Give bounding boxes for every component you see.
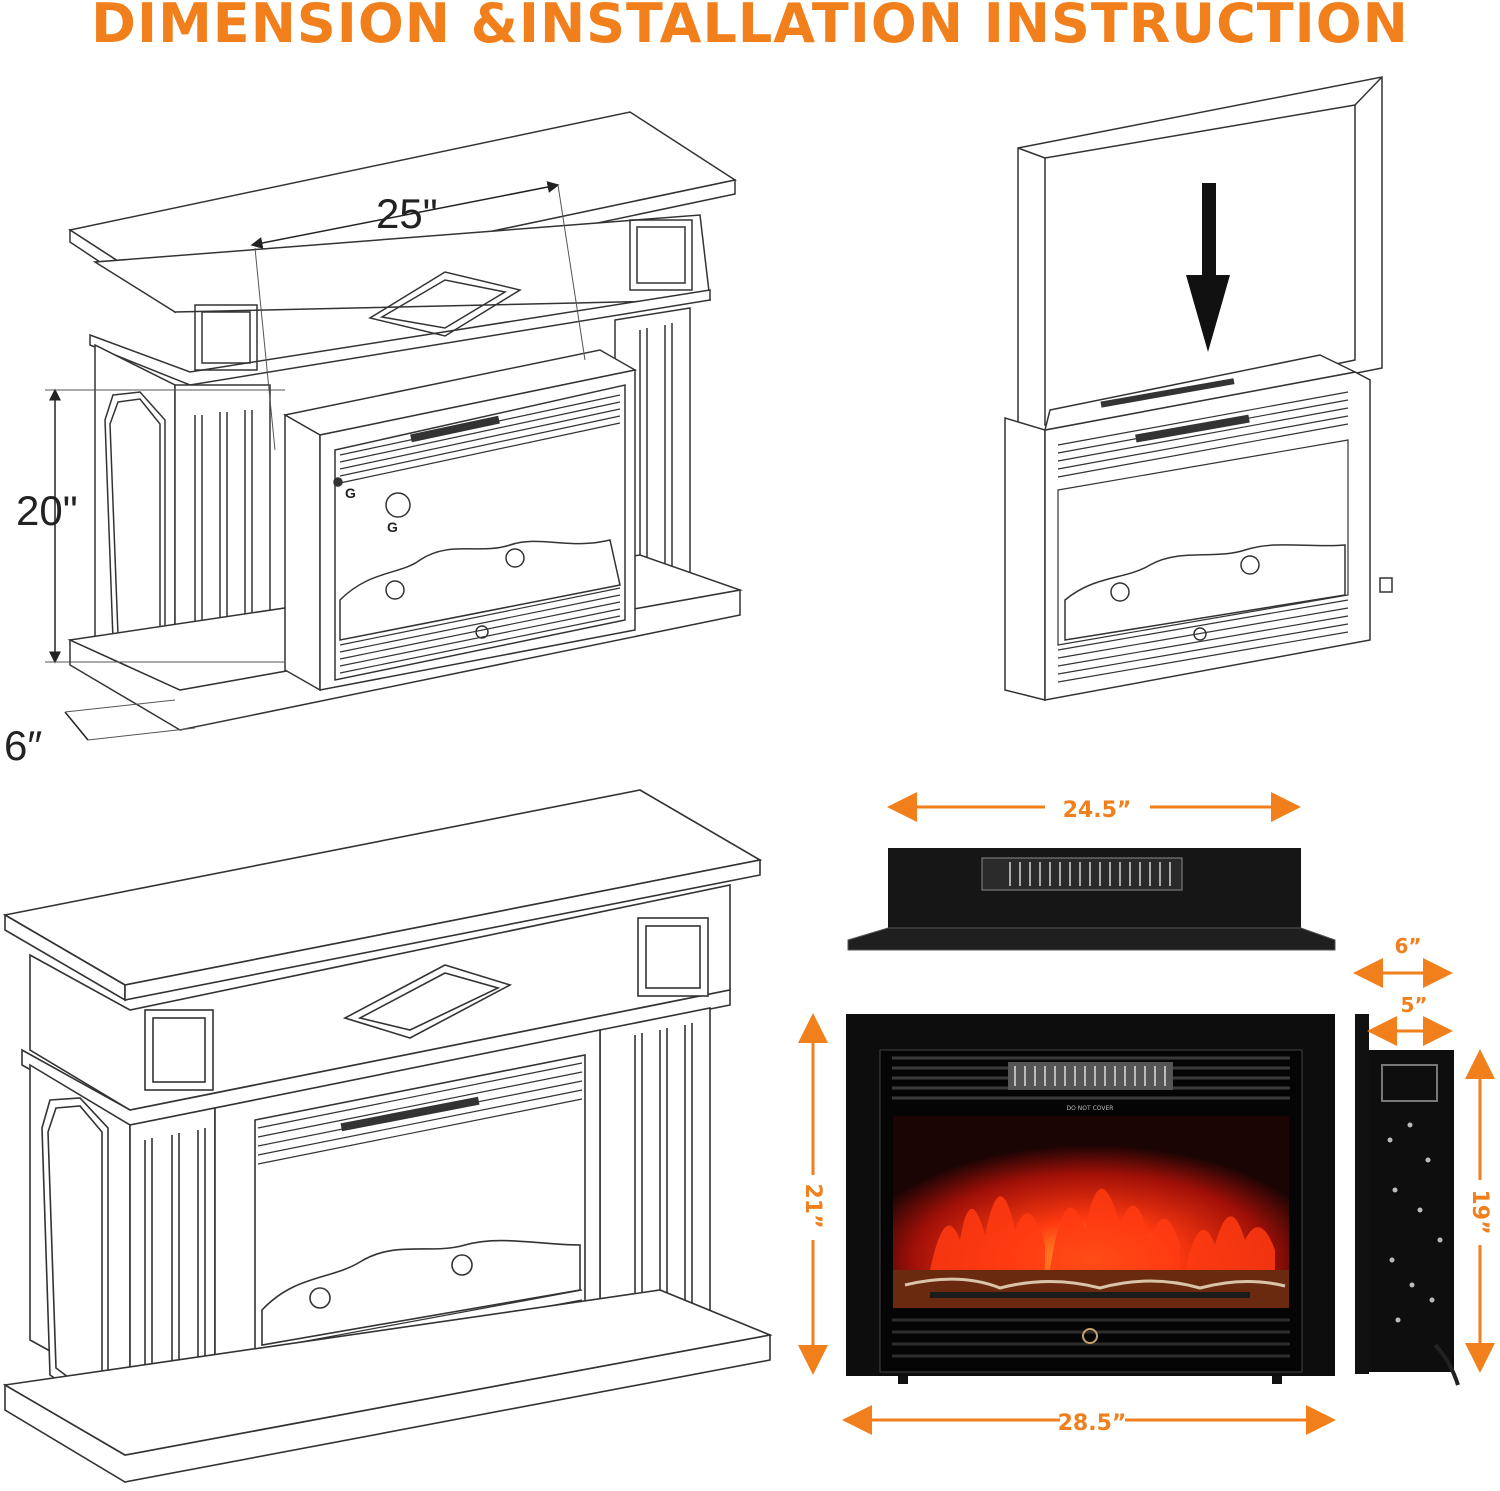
side-height-dimension-label: 19” <box>1467 1189 1492 1234</box>
warning-text: DO NOT COVER <box>1067 1105 1114 1112</box>
assembled-mantel-drawing <box>2 789 773 1483</box>
screw-label: G <box>387 519 398 535</box>
height-dimension-label: 20" <box>16 487 78 534</box>
insert-side-view <box>1355 1014 1460 1386</box>
side-depth-inner-label: 5” <box>1400 993 1427 1017</box>
depth-dimension-label: 6″ <box>4 722 42 769</box>
flame-shapes <box>930 1188 1275 1270</box>
side-depth-outer-label: 6” <box>1394 934 1421 958</box>
front-width-dimension-label: 28.5” <box>1058 1411 1127 1436</box>
screw-label: G <box>345 485 356 501</box>
mantel-dimension-drawing: G G <box>45 111 743 741</box>
page-title: DIMENSION &INSTALLATION INSTRUCTION <box>91 0 1409 55</box>
insert-top-view <box>847 848 1336 951</box>
front-height-dimension-label: 21” <box>800 1183 825 1228</box>
frame-install-drawing <box>1004 76 1393 701</box>
down-arrow-icon <box>1186 183 1230 352</box>
width-dimension-label: 25" <box>376 190 438 237</box>
insert-front-view: DO NOT COVER <box>846 1014 1335 1384</box>
top-width-dimension-label: 24.5” <box>1063 798 1132 823</box>
